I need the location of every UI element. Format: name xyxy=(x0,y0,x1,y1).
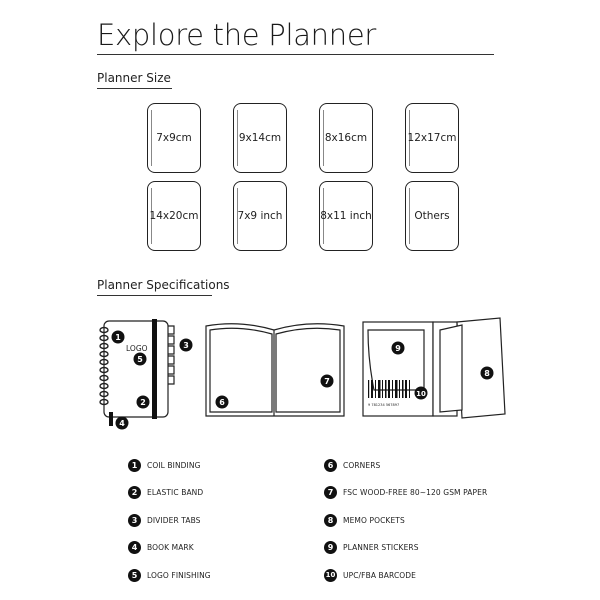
legend-item: 9 PLANNER STICKERS xyxy=(324,541,487,555)
legend-item: 7 FSC WOOD-FREE 80~120 GSM PAPER xyxy=(324,486,487,500)
size-card[interactable]: 8x11 inch xyxy=(319,181,373,251)
legend-badge: 9 xyxy=(324,541,337,554)
legend-label: UPC/FBA BARCODE xyxy=(343,570,417,580)
spec-legend-left: 1 COIL BINDING 2 ELASTIC BAND 3 DIVIDER TAB… xyxy=(128,458,211,582)
planner-inner-pockets xyxy=(362,317,506,419)
legend-badge: 2 xyxy=(128,486,141,499)
size-label: 12x17cm xyxy=(407,132,457,144)
legend-label: CORNERS xyxy=(343,460,381,470)
badge-1: 1 xyxy=(111,330,125,344)
badge-5: 5 xyxy=(133,352,147,366)
badge-3: 3 xyxy=(179,338,193,352)
svg-text:10: 10 xyxy=(416,390,426,398)
legend-label: MEMO POCKETS xyxy=(343,515,405,525)
legend-item: 1 COIL BINDING xyxy=(128,458,211,472)
size-card[interactable]: 7x9cm xyxy=(147,103,201,173)
legend-item: 10 UPC/FBA BARCODE xyxy=(324,568,487,582)
legend-label: LOGO FINISHING xyxy=(147,570,211,580)
legend-badge: 4 xyxy=(128,541,141,554)
section-title-specs: Planner Specifications xyxy=(97,278,230,292)
book-mark xyxy=(109,412,113,426)
legend-label: DIVIDER TABS xyxy=(147,515,201,525)
coil-binding-rings xyxy=(99,326,109,406)
legend-item: 5 LOGO FINISHING xyxy=(128,568,211,582)
svg-text:2: 2 xyxy=(140,398,146,407)
badge-7: 7 xyxy=(320,374,334,388)
legend-badge: 8 xyxy=(324,513,337,527)
page-title: Explore the Planner xyxy=(97,18,376,52)
svg-text:6: 6 xyxy=(219,398,225,407)
legend-badge: 7 xyxy=(324,486,337,499)
barcode-number: 9 781234 567897 xyxy=(368,403,399,407)
barcode xyxy=(368,380,410,398)
diagram-badges: 1 5 3 2 4 6 7 9 10 8 xyxy=(111,330,494,430)
divider-tabs xyxy=(168,325,175,385)
legend-label: BOOK MARK xyxy=(147,543,194,552)
size-card[interactable]: 7x9 inch xyxy=(233,181,287,251)
planner-spec-diagram: LOGO 9 781234 567897 1 5 3 2 4 xyxy=(99,317,506,430)
size-card[interactable]: 8x16cm xyxy=(319,103,373,173)
section-divider-specs xyxy=(97,295,212,296)
size-label: 8x11 inch xyxy=(320,210,372,222)
section-divider-size xyxy=(97,88,172,89)
badge-4: 4 xyxy=(115,416,129,430)
legend-item: 8 MEMO POCKETS xyxy=(324,513,487,527)
size-label: 7x9cm xyxy=(156,132,192,144)
size-label: 7x9 inch xyxy=(237,210,283,222)
legend-badge: 6 xyxy=(324,458,337,472)
legend-badge: 5 xyxy=(128,568,141,582)
legend-label: ELASTIC BAND xyxy=(147,488,204,497)
size-card[interactable]: 14x20cm xyxy=(147,181,201,251)
logo-text: LOGO xyxy=(126,344,148,353)
legend-label: COIL BINDING xyxy=(147,460,201,470)
svg-text:8: 8 xyxy=(484,369,490,378)
badge-8: 8 xyxy=(480,366,494,380)
svg-text:4: 4 xyxy=(119,419,125,428)
badge-10: 10 xyxy=(414,386,428,400)
legend-item: 6 CORNERS xyxy=(324,458,487,472)
svg-text:1: 1 xyxy=(115,333,121,342)
legend-badge: 1 xyxy=(128,458,141,472)
badge-6: 6 xyxy=(215,395,229,409)
svg-text:9: 9 xyxy=(395,344,401,353)
size-card[interactable]: 9x14cm xyxy=(233,103,287,173)
elastic-band xyxy=(152,319,157,419)
size-label: 14x20cm xyxy=(149,210,199,222)
legend-item: 4 BOOK MARK xyxy=(128,541,211,555)
svg-text:3: 3 xyxy=(183,341,189,350)
spec-legend-right: 6 CORNERS 7 FSC WOOD-FREE 80~120 GSM PAPER… xyxy=(324,458,487,582)
badge-2: 2 xyxy=(136,395,150,409)
legend-label: FSC WOOD-FREE 80~120 GSM PAPER xyxy=(343,488,488,497)
size-card[interactable]: Others xyxy=(405,181,459,251)
size-label: 8x16cm xyxy=(324,132,368,144)
size-label: Others xyxy=(414,210,450,222)
legend-label: PLANNER STICKERS xyxy=(343,543,419,552)
badge-9: 9 xyxy=(391,341,405,355)
section-title-size: Planner Size xyxy=(97,71,171,85)
planner-open-view xyxy=(205,323,345,417)
legend-badge: 10 xyxy=(324,568,337,582)
legend-item: 2 ELASTIC BAND xyxy=(128,486,211,500)
legend-item: 3 DIVIDER TABS xyxy=(128,513,211,527)
size-card[interactable]: 12x17cm xyxy=(405,103,459,173)
size-label: 9x14cm xyxy=(238,132,282,144)
svg-text:7: 7 xyxy=(324,377,330,386)
legend-badge: 3 xyxy=(128,513,141,527)
title-divider xyxy=(97,54,494,55)
svg-text:5: 5 xyxy=(137,355,143,364)
